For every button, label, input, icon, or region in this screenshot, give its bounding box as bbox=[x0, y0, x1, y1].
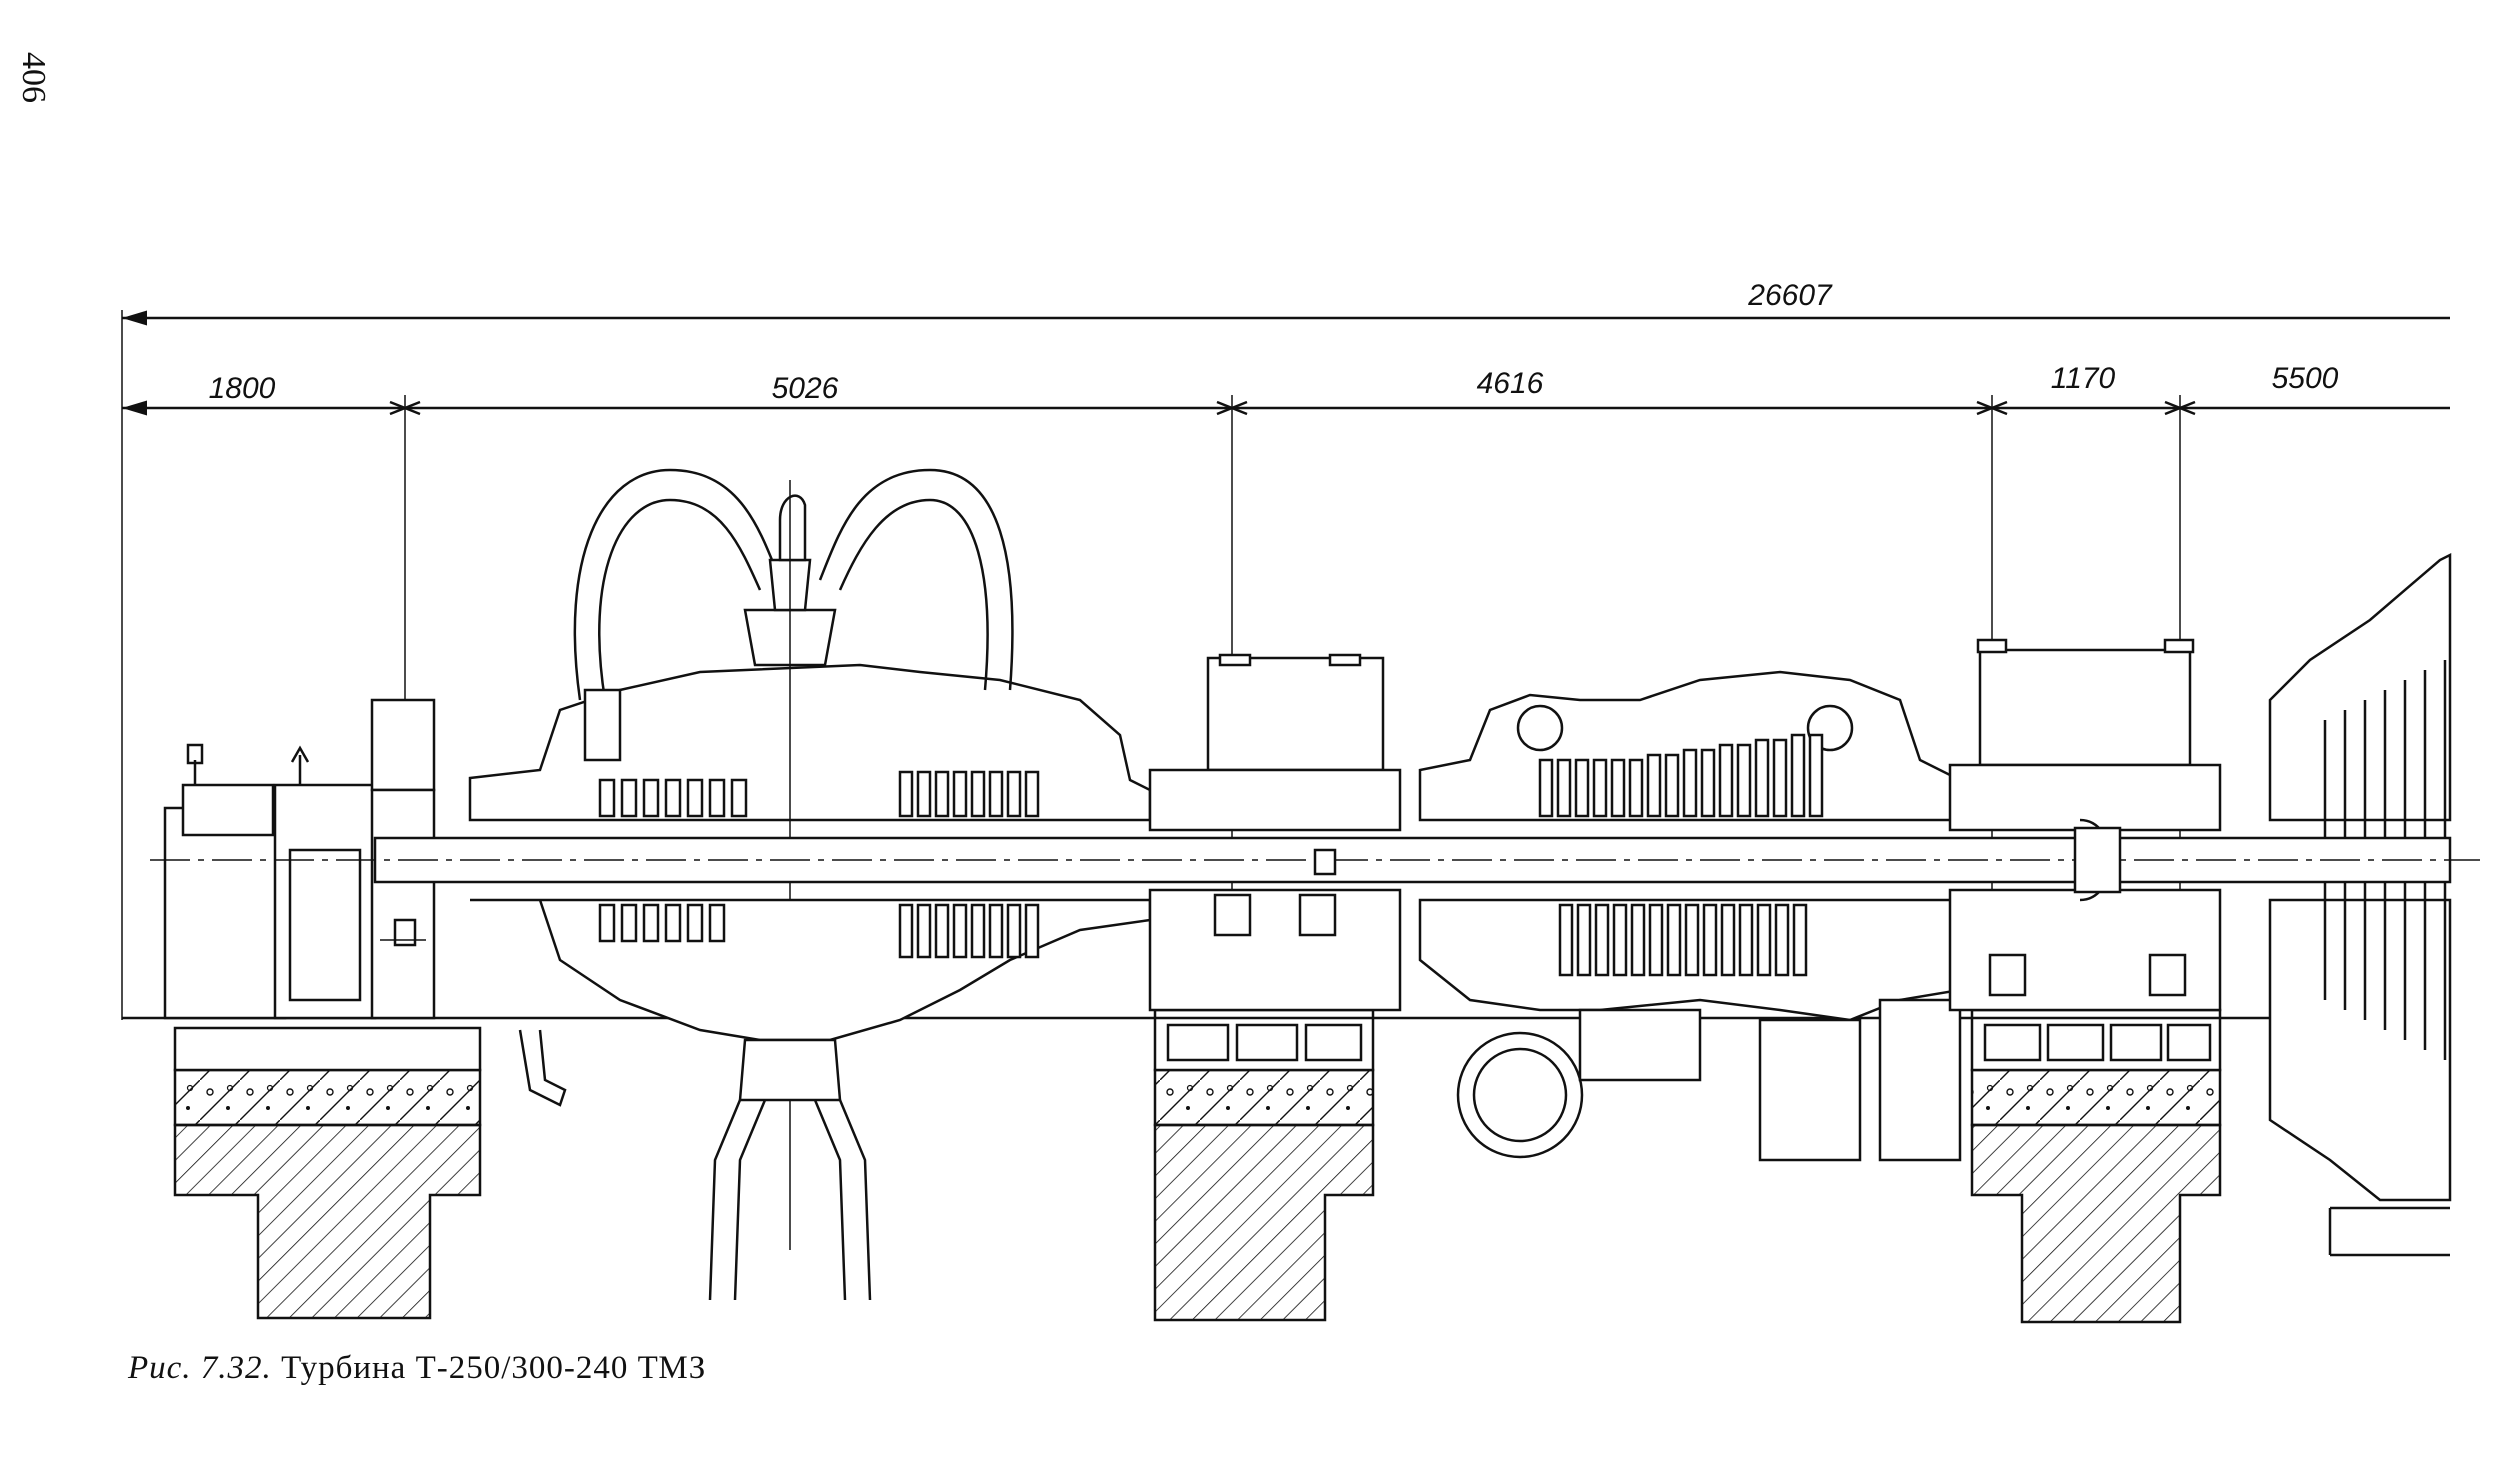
dimension-segment: 1170 bbox=[2051, 362, 2116, 395]
lp-cylinder bbox=[2268, 552, 2452, 1202]
rotor-shaft bbox=[150, 826, 2480, 894]
rear-bearing-pedestal bbox=[1948, 638, 2222, 1012]
dimension-segment: 4616 bbox=[1477, 367, 1544, 400]
hp-blade-row-top bbox=[598, 770, 1040, 818]
dimension-overall: 26607 bbox=[1747, 279, 1833, 312]
ip-blade-row-top bbox=[1538, 733, 1824, 818]
hp-blade-row-bottom bbox=[598, 903, 1040, 959]
dimension-segment: 1800 bbox=[209, 372, 276, 405]
dimension-segment: 5500 bbox=[2272, 362, 2339, 395]
pedestal-bases bbox=[173, 1008, 2222, 1072]
middle-bearing-pedestal bbox=[1148, 653, 1402, 1012]
ip-cylinder bbox=[1418, 670, 1962, 1162]
figure-label: Рис. 7.32. bbox=[128, 1350, 272, 1386]
front-bearing-block bbox=[163, 698, 436, 1020]
figure-caption: Рис. 7.32. Турбина Т-250/300-240 ТМЗ bbox=[128, 1350, 706, 1387]
figure-title: Турбина Т-250/300-240 ТМЗ bbox=[281, 1350, 707, 1386]
dimension-segment: 5026 bbox=[772, 372, 839, 405]
ip-blade-row-bottom bbox=[1558, 903, 1808, 977]
hp-cylinder bbox=[468, 468, 1152, 1301]
foundation-blocks bbox=[173, 1068, 2450, 1324]
